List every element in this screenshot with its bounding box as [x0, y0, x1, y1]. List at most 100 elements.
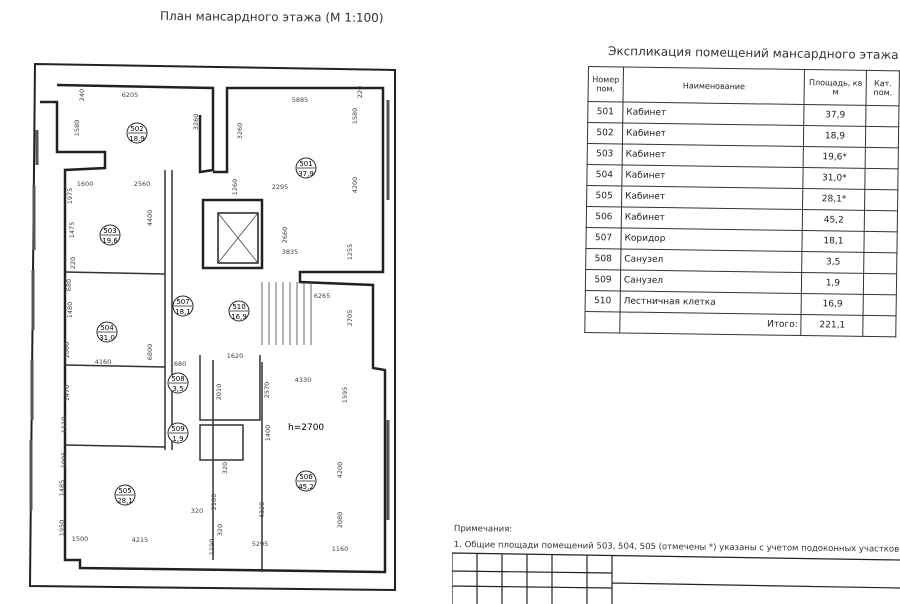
room-category: [864, 189, 898, 211]
room-area: 28,1*: [802, 188, 866, 211]
room-area: 31,0: [99, 334, 115, 342]
dimension-label: 2570: [263, 382, 271, 399]
room-number: 505: [118, 487, 131, 495]
room-number: 508: [171, 375, 184, 383]
room-number: 507: [176, 298, 189, 306]
dimension-label: 2060: [63, 342, 71, 359]
room-number: 509: [171, 425, 184, 433]
room-marker-507: 507 18,1: [172, 295, 194, 317]
room-name: Кабинет: [621, 164, 804, 189]
room-category: [865, 168, 899, 190]
dimension-label: 1475: [68, 222, 76, 239]
dimension-label: 4200: [351, 177, 359, 194]
dimension-label: 3835: [282, 248, 299, 256]
explication-table: Номер пом. Наименование Площадь, кв м Ка…: [584, 66, 900, 337]
staircase: [261, 282, 312, 345]
dimension-label: 1480: [66, 302, 74, 319]
room-number: 510: [232, 303, 245, 311]
empty-cell: [863, 315, 897, 337]
header-area: Площадь, кв м: [804, 69, 867, 106]
room-category: [864, 252, 897, 274]
room-number: 506: [586, 206, 622, 228]
room-area: 16,9: [801, 293, 864, 316]
dimension-label: 1580: [351, 108, 359, 125]
dimension-label: 1470: [63, 385, 71, 402]
room-marker-503: 503 19,6: [99, 224, 121, 246]
dimension-label: 2660: [281, 227, 289, 244]
room-area: 18,9: [129, 135, 145, 143]
room-area: 28,1: [117, 497, 133, 505]
room-area: 3,5: [802, 251, 865, 274]
room-area: 1,9: [801, 272, 865, 295]
room-number: 502: [130, 125, 143, 133]
partition-walls: [64, 170, 263, 572]
dimension-label: 1160: [332, 545, 349, 553]
dimension-label: 1595: [341, 387, 349, 404]
room-name: Лестничная клетка: [619, 290, 802, 315]
room-name: Кабинет: [622, 122, 805, 147]
room-name: Коридор: [620, 227, 803, 252]
dimension-label: 2080: [336, 512, 344, 529]
room-number: 504: [586, 164, 623, 186]
room-area: 19,6: [102, 237, 118, 245]
dimension-label: 1005: [60, 452, 68, 469]
room-area: 18,1: [175, 308, 191, 316]
room-category: [864, 231, 898, 253]
room-number: 503: [103, 227, 116, 235]
room-area: 37,9: [298, 170, 314, 178]
dimension-label: 6800: [146, 344, 154, 361]
windows: [29, 100, 390, 520]
room-marker-501: 501 37,9: [295, 157, 317, 179]
dimension-label: 320: [221, 462, 229, 474]
total-value: 221,1: [801, 314, 864, 337]
total-row: Итого:221,1: [584, 311, 897, 337]
title-block: [452, 552, 900, 604]
dimension-label: 320: [216, 524, 224, 536]
dimension-label: 6265: [314, 292, 331, 300]
room-number: 509: [585, 269, 621, 291]
dimension-label: 4330: [295, 376, 312, 384]
dimension-label: 4320: [258, 502, 266, 519]
elevator-cross: [217, 212, 259, 264]
dimension-label: 1260: [231, 179, 239, 196]
room-category: [865, 126, 899, 148]
dimension-label: 1190: [208, 539, 216, 556]
room-area: 1,9: [172, 435, 183, 443]
dimension-label: 3260: [192, 114, 200, 131]
dimension-label: 1500: [72, 535, 89, 543]
room-number: 506: [299, 473, 313, 481]
ceiling-height-label: h=2700: [288, 423, 324, 433]
room-name: Кабинет: [622, 101, 805, 126]
plan-title: План мансардного этажа (М 1:100): [159, 9, 384, 25]
room-marker-502: 502 18,9: [126, 122, 148, 144]
empty-cell: [584, 311, 620, 333]
dimension-label: 2010: [215, 384, 223, 401]
room-area: 45,2: [802, 209, 865, 232]
dimension-label: 6205: [122, 91, 139, 99]
room-number: 504: [100, 324, 114, 332]
header-name: Наименование: [622, 66, 805, 105]
room-area: 45,2: [298, 483, 314, 491]
dimension-label: 240: [78, 89, 86, 101]
header-number: Номер пом.: [588, 66, 624, 102]
dimension-label: 1400: [264, 425, 272, 442]
dimension-label: 5295: [252, 540, 269, 548]
dimension-label: 680: [65, 279, 73, 291]
total-label: Итого:: [619, 311, 802, 336]
room-number: 503: [587, 143, 623, 165]
room-category: [864, 210, 898, 232]
room-area: 37,9: [804, 104, 867, 127]
dimension-label: 1620: [227, 352, 244, 360]
dimension-label: 1255: [346, 244, 354, 261]
room-area: 19,6*: [803, 146, 866, 169]
dimension-label: 4400: [146, 210, 154, 227]
room-number: 501: [299, 160, 312, 168]
dimension-label: 220: [356, 86, 364, 98]
dimension-label: 1975: [66, 188, 74, 205]
room-area: 18,1: [802, 230, 865, 253]
room-number: 510: [585, 290, 621, 312]
room-area: 31,0*: [803, 167, 866, 190]
inner-wall-outline: [40, 83, 387, 574]
dimension-label: 4200: [336, 462, 344, 479]
